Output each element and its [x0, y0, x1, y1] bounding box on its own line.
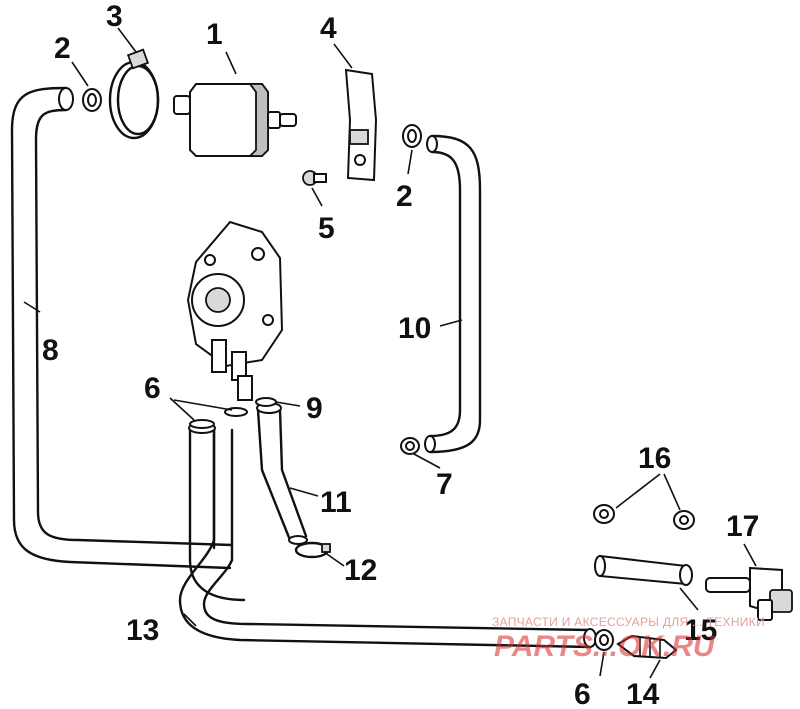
callout-15: 15	[684, 614, 717, 647]
hose-10	[424, 134, 482, 454]
callout-7: 7	[436, 468, 453, 501]
bracket-4	[344, 68, 378, 182]
fitting-14	[616, 634, 678, 660]
screw-5	[302, 170, 327, 186]
callout-11: 11	[320, 486, 352, 519]
hose-clamps-16	[593, 504, 695, 530]
watermark-brand: PARTS...OK.RU	[494, 630, 716, 663]
callout-17: 17	[726, 510, 759, 543]
hose-clamp-6-lower	[594, 629, 614, 651]
connector-17	[705, 566, 793, 621]
callout-16: 16	[638, 442, 671, 475]
hose-clamps-6-upper	[189, 407, 248, 429]
hose-clamp-12	[294, 541, 331, 559]
callout-10: 10	[398, 312, 431, 345]
callout-6-upper: 6	[144, 372, 161, 405]
callout-2-right: 2	[396, 180, 413, 213]
hose-clamp-2-right	[402, 124, 422, 148]
fuel-filter-1	[173, 83, 297, 157]
watermark: ЗАПЧАСТИ И АКСЕССУАРЫ ДЛЯ ... ТЕХНИКИ PA…	[492, 615, 765, 663]
leader-lines	[23, 27, 757, 679]
callout-3: 3	[106, 0, 123, 33]
hose-pump-outlet	[188, 422, 246, 602]
callout-12: 12	[344, 554, 377, 587]
hose-15	[594, 554, 693, 586]
hose-clamp-9	[255, 397, 277, 407]
callout-1: 1	[206, 18, 223, 51]
callout-9: 9	[306, 392, 323, 425]
callout-5: 5	[318, 212, 335, 245]
callout-8: 8	[42, 334, 59, 367]
hose-clamp-7	[400, 437, 420, 455]
callout-14: 14	[626, 678, 660, 709]
callout-2-left: 2	[54, 32, 71, 65]
callout-6-lower: 6	[574, 678, 591, 709]
fuel-pump	[186, 220, 284, 401]
watermark-tagline: ЗАПЧАСТИ И АКСЕССУАРЫ ДЛЯ ... ТЕХНИКИ	[492, 615, 765, 629]
hose-11	[256, 402, 308, 545]
hose-13	[178, 426, 597, 649]
clamp-band-3	[108, 48, 160, 140]
hose-clamp-2-left	[82, 88, 102, 112]
hose-8	[10, 86, 234, 570]
callouts: 1 2 3 4 5 2 8 10 7 6 9 11 12 13 6 14 15 …	[42, 0, 759, 709]
callout-13: 13	[126, 614, 159, 647]
callout-4: 4	[320, 12, 337, 45]
